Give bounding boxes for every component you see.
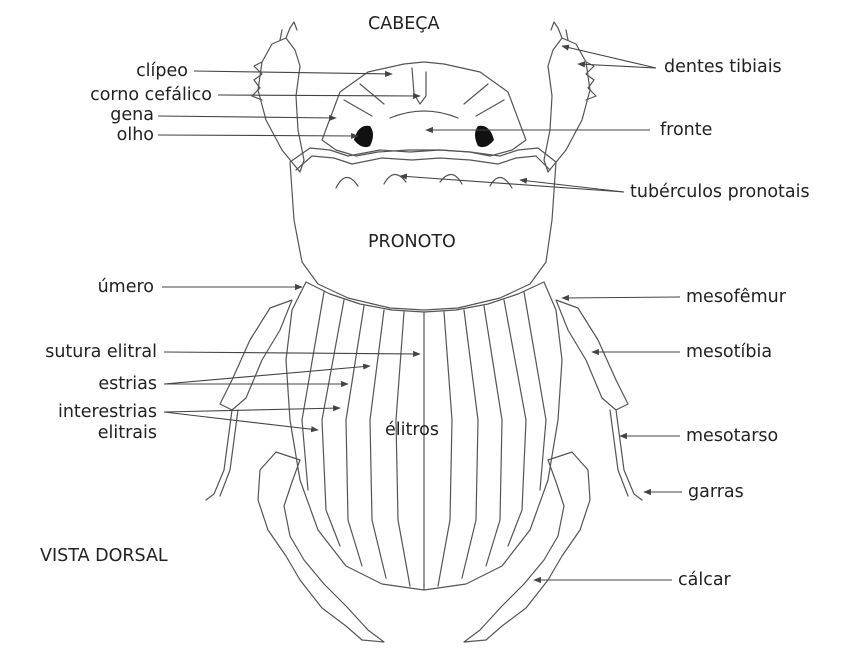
label-dentes-tibiais: dentes tibiais bbox=[664, 57, 782, 77]
leader-mesofemur bbox=[562, 297, 680, 298]
label-fronte: fronte bbox=[660, 120, 712, 140]
leader-clipeo bbox=[194, 71, 392, 74]
eye-right bbox=[475, 126, 494, 147]
leader-dentes-1 bbox=[562, 46, 656, 68]
front-leg-left bbox=[258, 38, 304, 172]
middle-leg-left bbox=[206, 300, 292, 500]
leader-dentes-2 bbox=[578, 64, 656, 68]
label-calcar: cálcar bbox=[678, 570, 731, 590]
label-clipeo: clípeo bbox=[136, 61, 188, 81]
pronotum-margin bbox=[296, 156, 550, 170]
label-umero: úmero bbox=[98, 277, 154, 297]
leader-olho bbox=[158, 135, 358, 136]
leader-lines bbox=[158, 46, 682, 580]
label-mesotibia: mesotíbia bbox=[686, 342, 772, 362]
elytral-striae bbox=[302, 292, 546, 590]
head-outline bbox=[322, 62, 526, 156]
pronoto-label: PRONOTO bbox=[368, 232, 456, 252]
label-elitrais: elitrais bbox=[98, 423, 157, 443]
hind-leg-left bbox=[258, 452, 384, 642]
front-leg-right bbox=[544, 38, 590, 172]
label-estrias: estrias bbox=[98, 374, 157, 394]
leader-interestrias-1 bbox=[164, 408, 340, 412]
label-interestrias: interestrias bbox=[58, 402, 157, 422]
leader-gena bbox=[158, 116, 336, 118]
beetle-drawing bbox=[206, 22, 642, 642]
head-title: CABEÇA bbox=[368, 14, 439, 34]
hind-leg-right bbox=[464, 452, 590, 642]
elitros-label: élitros bbox=[385, 420, 439, 440]
label-olho: olho bbox=[117, 125, 154, 145]
leader-tuberculos-1 bbox=[400, 176, 624, 192]
label-gena: gena bbox=[110, 105, 154, 125]
label-mesotarso: mesotarso bbox=[686, 426, 778, 446]
middle-leg-right bbox=[556, 300, 642, 500]
pronotal-tubercles bbox=[336, 174, 512, 188]
label-tuberculos-pronotais: tubérculos pronotais bbox=[630, 182, 810, 202]
head-horn bbox=[390, 68, 458, 118]
leader-estrias-1 bbox=[164, 366, 370, 384]
leader-interestrias-2 bbox=[164, 412, 318, 430]
leader-corno bbox=[218, 95, 420, 96]
view-label: VISTA DORSAL bbox=[40, 546, 168, 566]
leader-sutura bbox=[164, 352, 420, 354]
pronotum-outline bbox=[290, 148, 556, 310]
label-mesofemur: mesofêmur bbox=[686, 287, 786, 307]
label-sutura-elitral: sutura elitral bbox=[45, 342, 157, 362]
label-corno-cefalico: corno cefálico bbox=[90, 85, 212, 105]
label-garras: garras bbox=[688, 482, 744, 502]
